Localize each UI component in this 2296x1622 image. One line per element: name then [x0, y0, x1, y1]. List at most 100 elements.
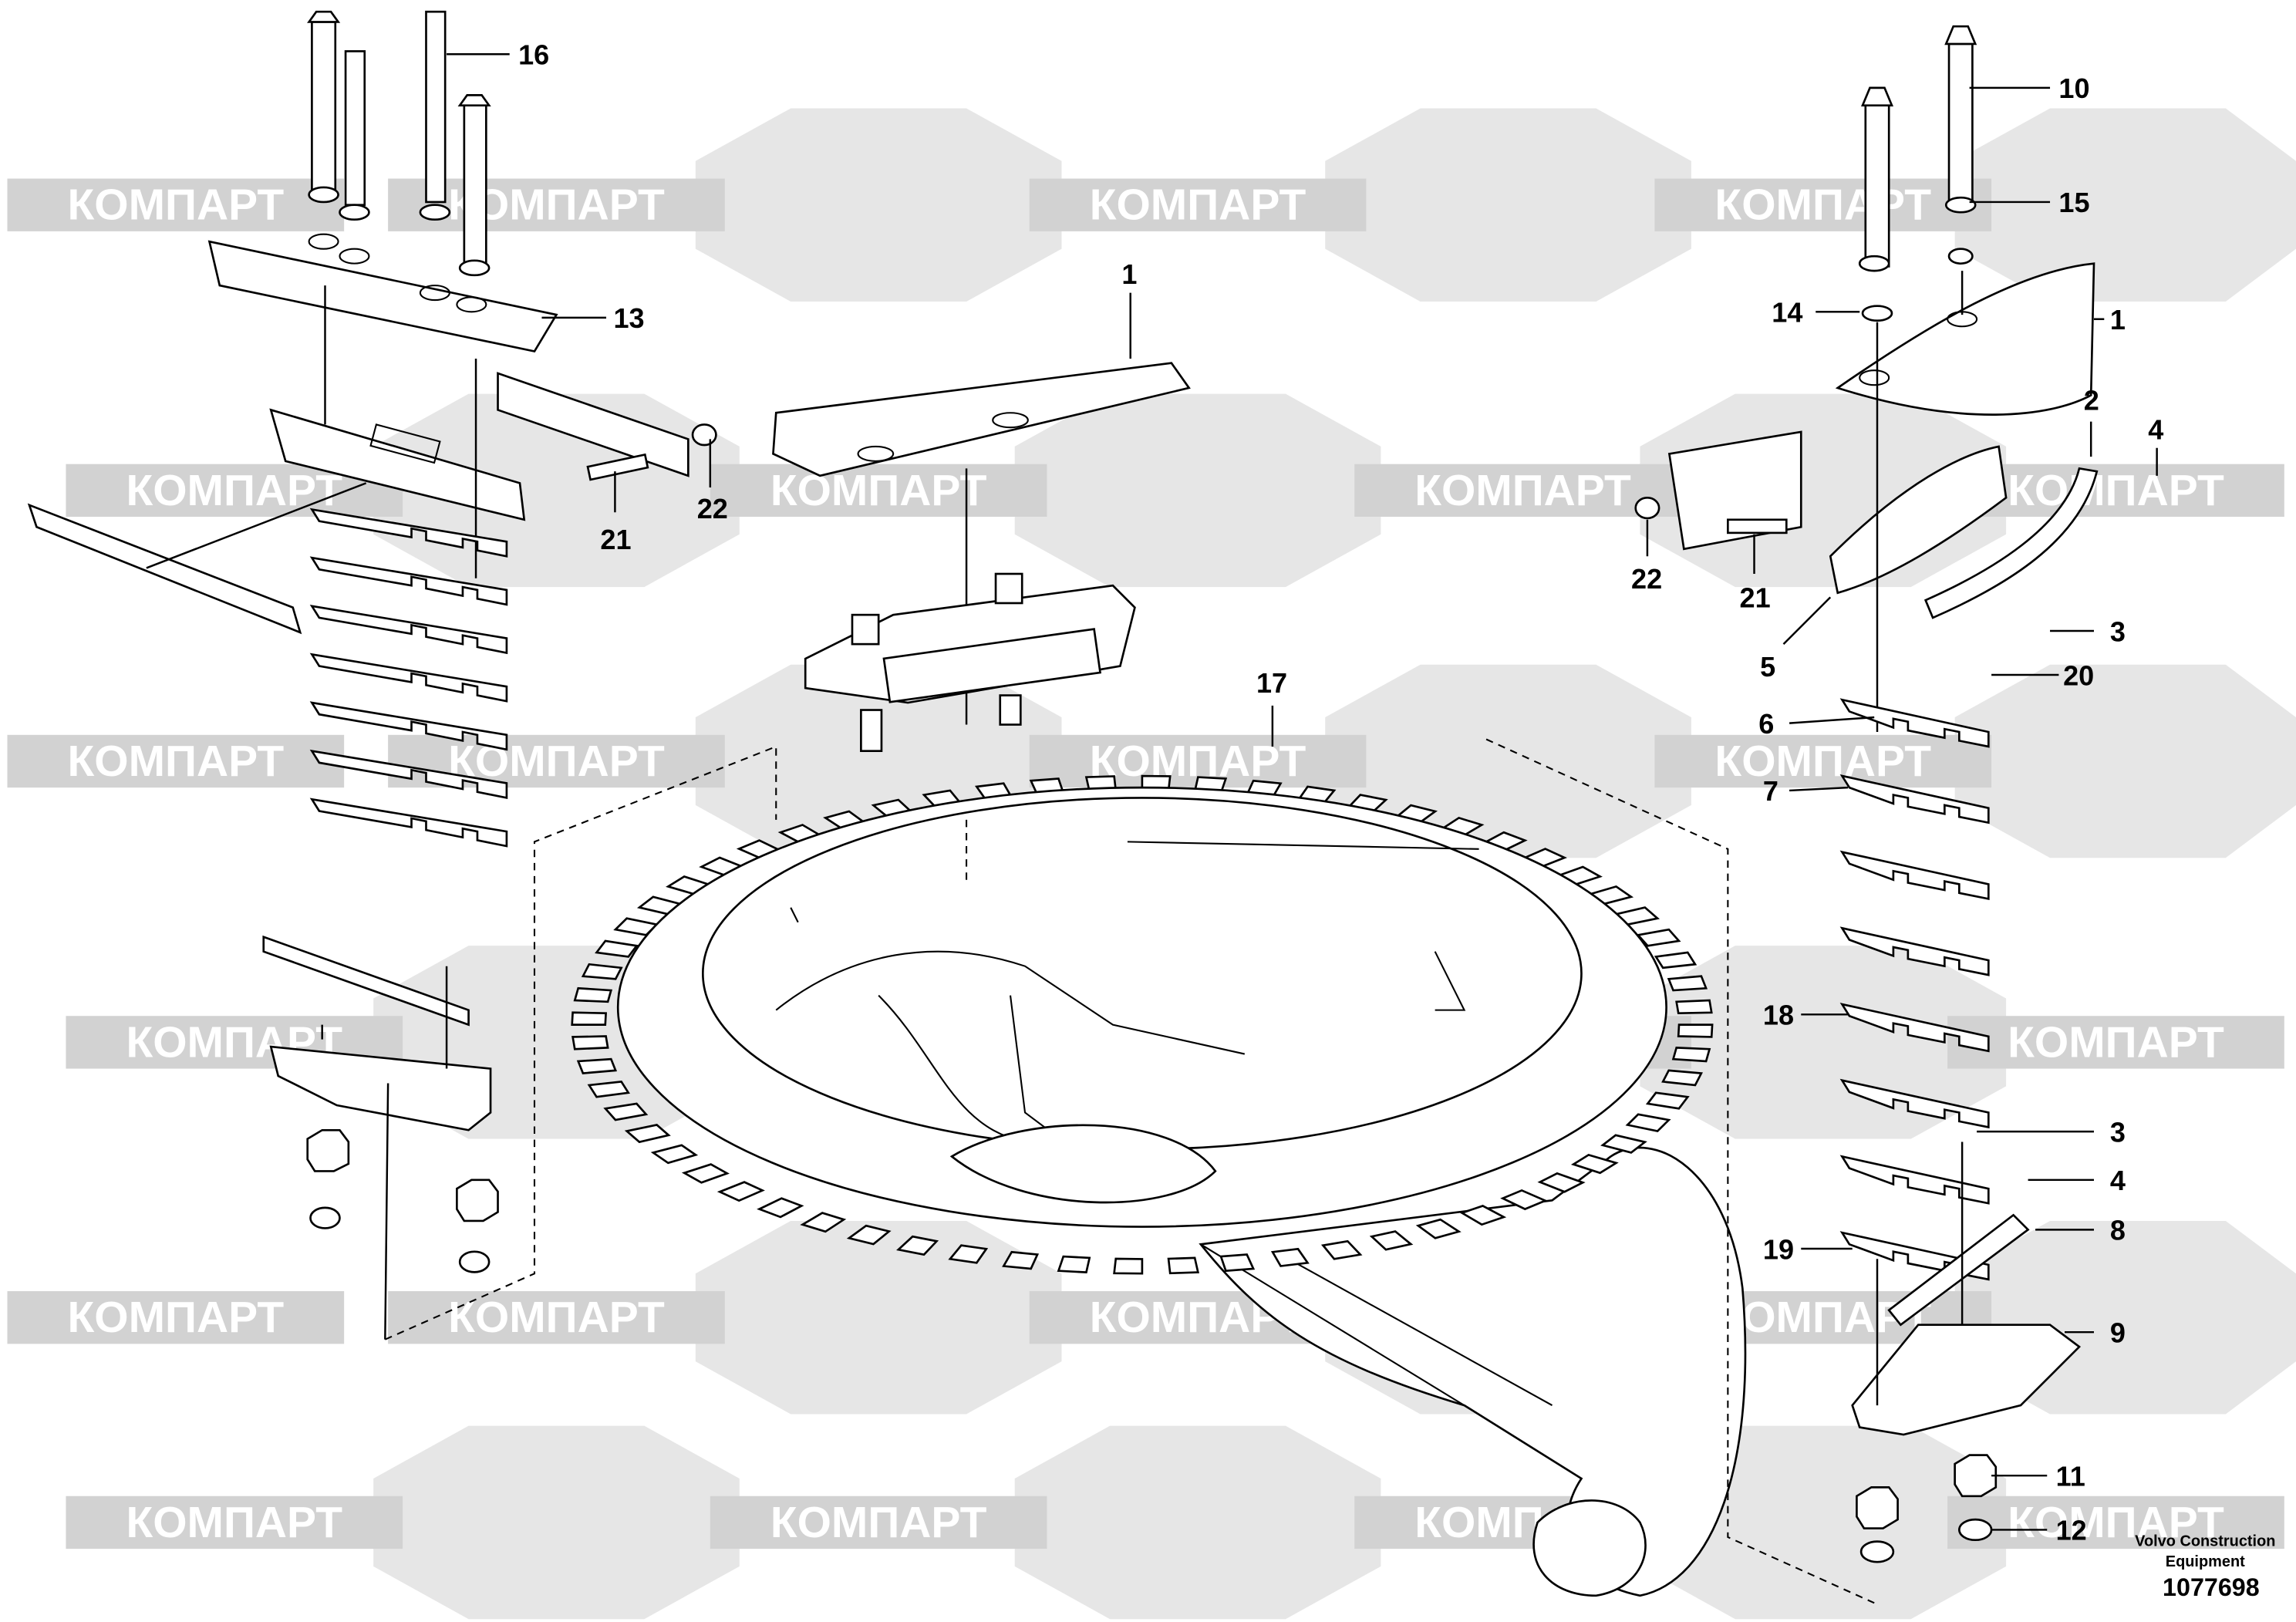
manufacturer-line1: Volvo Construction: [2135, 1533, 2275, 1549]
shim: [309, 701, 508, 751]
gear-tooth: [571, 1011, 608, 1026]
gear-tooth: [1057, 1255, 1091, 1274]
watermark-logo: [1947, 1016, 2284, 1069]
gear-tooth: [757, 1197, 804, 1219]
callout-8: 8: [2110, 1215, 2126, 1246]
callout-22-left: 22: [697, 493, 728, 524]
watermark-hexagon: [1014, 393, 1381, 588]
shim: [1839, 850, 1990, 901]
callout-4-bottom: 4: [2110, 1165, 2126, 1196]
gear-tooth: [1600, 1134, 1647, 1154]
callout-11: 11: [2056, 1460, 2085, 1492]
shim: [1839, 926, 1990, 976]
callout-22-right: 22: [1631, 563, 1662, 595]
gear-tooth: [1369, 1230, 1414, 1251]
callout-19: 19: [1763, 1233, 1794, 1265]
watermark-logo: [66, 1496, 403, 1549]
gear-tooth: [1270, 1247, 1310, 1267]
gear-tooth: [587, 1081, 630, 1098]
gear-tooth: [1667, 975, 1708, 992]
assembly-outline-left: [384, 745, 777, 1340]
gear-tooth: [1661, 1069, 1703, 1087]
callout-17: 17: [1256, 667, 1287, 699]
watermark-logo: [1654, 734, 1992, 788]
watermark-logo: [1654, 178, 1992, 231]
callout-1-right: 1: [2110, 304, 2126, 336]
watermark-hexagon: [695, 108, 1062, 302]
gear-tooth: [576, 1057, 618, 1074]
gear-tooth: [1167, 1256, 1200, 1275]
right-stack: [1829, 25, 2099, 1563]
callout-16: 16: [518, 39, 549, 71]
drawing-reference: Volvo Construction Equipment 1077698: [2135, 1533, 2275, 1601]
shim: [309, 749, 508, 800]
watermark-logo: [7, 734, 345, 788]
gear-tooth: [1415, 1218, 1462, 1239]
gear-tooth: [1645, 1091, 1690, 1110]
callout-9: 9: [2110, 1317, 2126, 1348]
shim: [309, 604, 508, 655]
watermark-logo: [710, 464, 1047, 517]
watermark-hexagon: [1954, 664, 2296, 858]
gear-tooth: [573, 986, 613, 1003]
callout-13: 13: [614, 302, 645, 334]
drawing-number: 1077698: [2163, 1573, 2260, 1601]
watermark-logo: [710, 1496, 1047, 1549]
callout-10: 10: [2058, 73, 2089, 104]
shim: [309, 508, 508, 558]
callout-18: 18: [1763, 1000, 1794, 1031]
gear-tooth: [800, 1212, 847, 1233]
assembly-outline-right: [1485, 738, 1875, 1604]
gear-tooth: [581, 963, 623, 980]
watermark-logo: [1947, 1496, 2284, 1549]
callout-3-bottom: 3: [2110, 1116, 2126, 1148]
gear-tooth: [595, 939, 639, 958]
callout-4-top: 4: [2148, 413, 2163, 445]
gear-tooth: [1320, 1239, 1363, 1260]
gear-tooth: [624, 1124, 671, 1144]
shim: [1839, 1078, 1990, 1129]
gear-tooth: [571, 1035, 609, 1050]
gear-tooth: [1002, 1250, 1040, 1270]
gear-tooth: [896, 1235, 939, 1256]
slewing-ring-gear: [571, 774, 1747, 1597]
gear-tooth: [1570, 1153, 1619, 1175]
watermark-logo: [7, 178, 345, 231]
gear-tooth: [1671, 1047, 1711, 1063]
watermark-hexagon: [1325, 108, 1691, 302]
callout-6: 6: [1758, 708, 1774, 740]
shim: [1839, 698, 1990, 748]
watermark-logo: [7, 1291, 345, 1344]
callouts: 16 10 15 13 1 1 14 2 4 22 21 22 21 3 5 2…: [518, 39, 2163, 1546]
shim: [1839, 774, 1990, 824]
callout-7: 7: [1763, 775, 1778, 807]
gear-tooth: [1677, 1023, 1714, 1038]
callout-21-right: 21: [1740, 582, 1771, 614]
gear-tooth: [1113, 1257, 1144, 1275]
left-stack: [27, 10, 558, 1340]
watermark-hexagon: [1014, 1425, 1381, 1620]
watermark-hexagon: [1640, 946, 2007, 1139]
gear-tooth: [1500, 1189, 1548, 1211]
gear-tooth: [1636, 928, 1681, 947]
center-parts: [497, 362, 1802, 753]
callout-3-top: 3: [2110, 615, 2126, 647]
gear-tooth: [1219, 1253, 1256, 1273]
shim: [309, 653, 508, 703]
callout-12: 12: [2056, 1515, 2087, 1546]
shim: [309, 556, 508, 606]
gear-tooth: [1459, 1204, 1507, 1226]
watermark-logo: [388, 1291, 725, 1344]
shim: [1839, 1003, 1990, 1053]
callout-21-left: 21: [600, 524, 631, 555]
callout-leaders: [447, 52, 2158, 1531]
shim: [1839, 1155, 1990, 1205]
shim: [309, 798, 508, 848]
callout-2: 2: [2084, 384, 2099, 416]
gear-tooth: [716, 1181, 765, 1202]
gear-tooth: [603, 1102, 649, 1121]
gear-tooth: [650, 1144, 699, 1165]
callout-5: 5: [1760, 651, 1775, 683]
gear-tooth: [846, 1224, 892, 1246]
